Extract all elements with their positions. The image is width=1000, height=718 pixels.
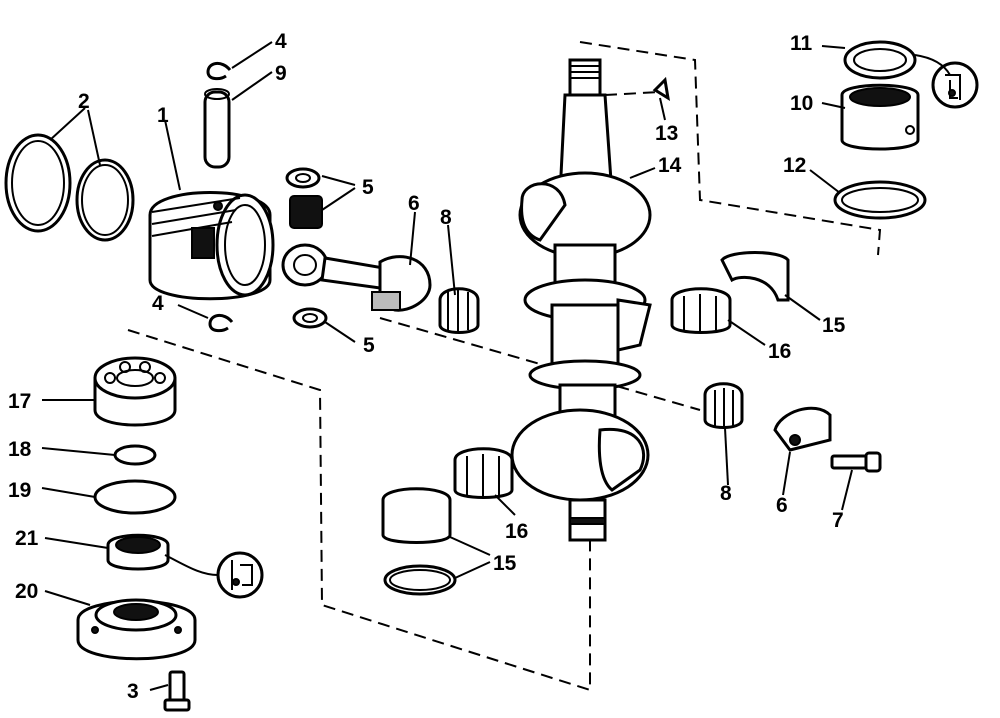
o-ring xyxy=(93,479,177,515)
crankshaft xyxy=(510,58,652,542)
callout-15-left: 15 xyxy=(493,552,517,575)
callout-7: 7 xyxy=(832,509,844,532)
callout-10: 10 xyxy=(790,92,813,115)
sealant-applicator-icon xyxy=(216,551,264,599)
callout-13: 13 xyxy=(655,122,678,145)
sealant-applicator-icon xyxy=(931,61,979,109)
rod-cage-bearing-upper xyxy=(438,287,480,334)
lower-bearing-housing xyxy=(76,598,197,661)
lower-oil-seal xyxy=(106,533,170,571)
connecting-rod xyxy=(281,243,432,312)
woodruff-key xyxy=(652,76,671,102)
callout-3: 3 xyxy=(127,680,139,703)
main-bearing-races-left xyxy=(381,447,514,596)
housing-screw xyxy=(163,670,191,712)
callout-11: 11 xyxy=(790,32,813,55)
piston-pin-retainers xyxy=(206,62,234,333)
callout-19: 19 xyxy=(8,479,31,502)
callout-17: 17 xyxy=(8,390,31,413)
piston-rings xyxy=(4,133,135,242)
rod-cap-assembly xyxy=(703,382,882,473)
main-bearing-races-right xyxy=(670,251,790,334)
callout-21: 21 xyxy=(15,527,39,550)
callout-6-bottom: 6 xyxy=(776,494,788,517)
bearing-retaining-ring xyxy=(113,444,157,466)
callout-18: 18 xyxy=(8,438,32,461)
upper-main-bearing-assembly xyxy=(833,40,927,220)
callout-14: 14 xyxy=(658,154,682,177)
callout-16-left: 16 xyxy=(505,520,528,543)
callout-12: 12 xyxy=(783,154,806,177)
callout-8-bottom: 8 xyxy=(720,482,732,505)
callout-leaders xyxy=(41,41,951,691)
rod-bearing-washers xyxy=(285,167,328,329)
assembly-guide-lines xyxy=(127,41,882,692)
callout-4-bottom: 4 xyxy=(152,292,164,315)
callout-5-bottom: 5 xyxy=(363,334,375,357)
callout-2: 2 xyxy=(78,90,90,113)
callout-15-right: 15 xyxy=(822,314,846,337)
ball-bearing xyxy=(93,356,177,427)
callout-numbers: 2 1 4 9 5 6 8 4 5 11 10 12 13 14 15 16 8… xyxy=(8,30,846,703)
callout-5-top: 5 xyxy=(362,176,374,199)
callout-4-top: 4 xyxy=(275,30,287,53)
callout-9: 9 xyxy=(275,62,287,85)
callout-6-top: 6 xyxy=(408,192,420,215)
callout-1: 1 xyxy=(157,104,169,127)
callout-16-right: 16 xyxy=(768,340,791,363)
piston-pin xyxy=(203,88,231,169)
callout-8-top: 8 xyxy=(440,206,452,229)
callout-20: 20 xyxy=(15,580,38,603)
piston xyxy=(148,191,275,301)
